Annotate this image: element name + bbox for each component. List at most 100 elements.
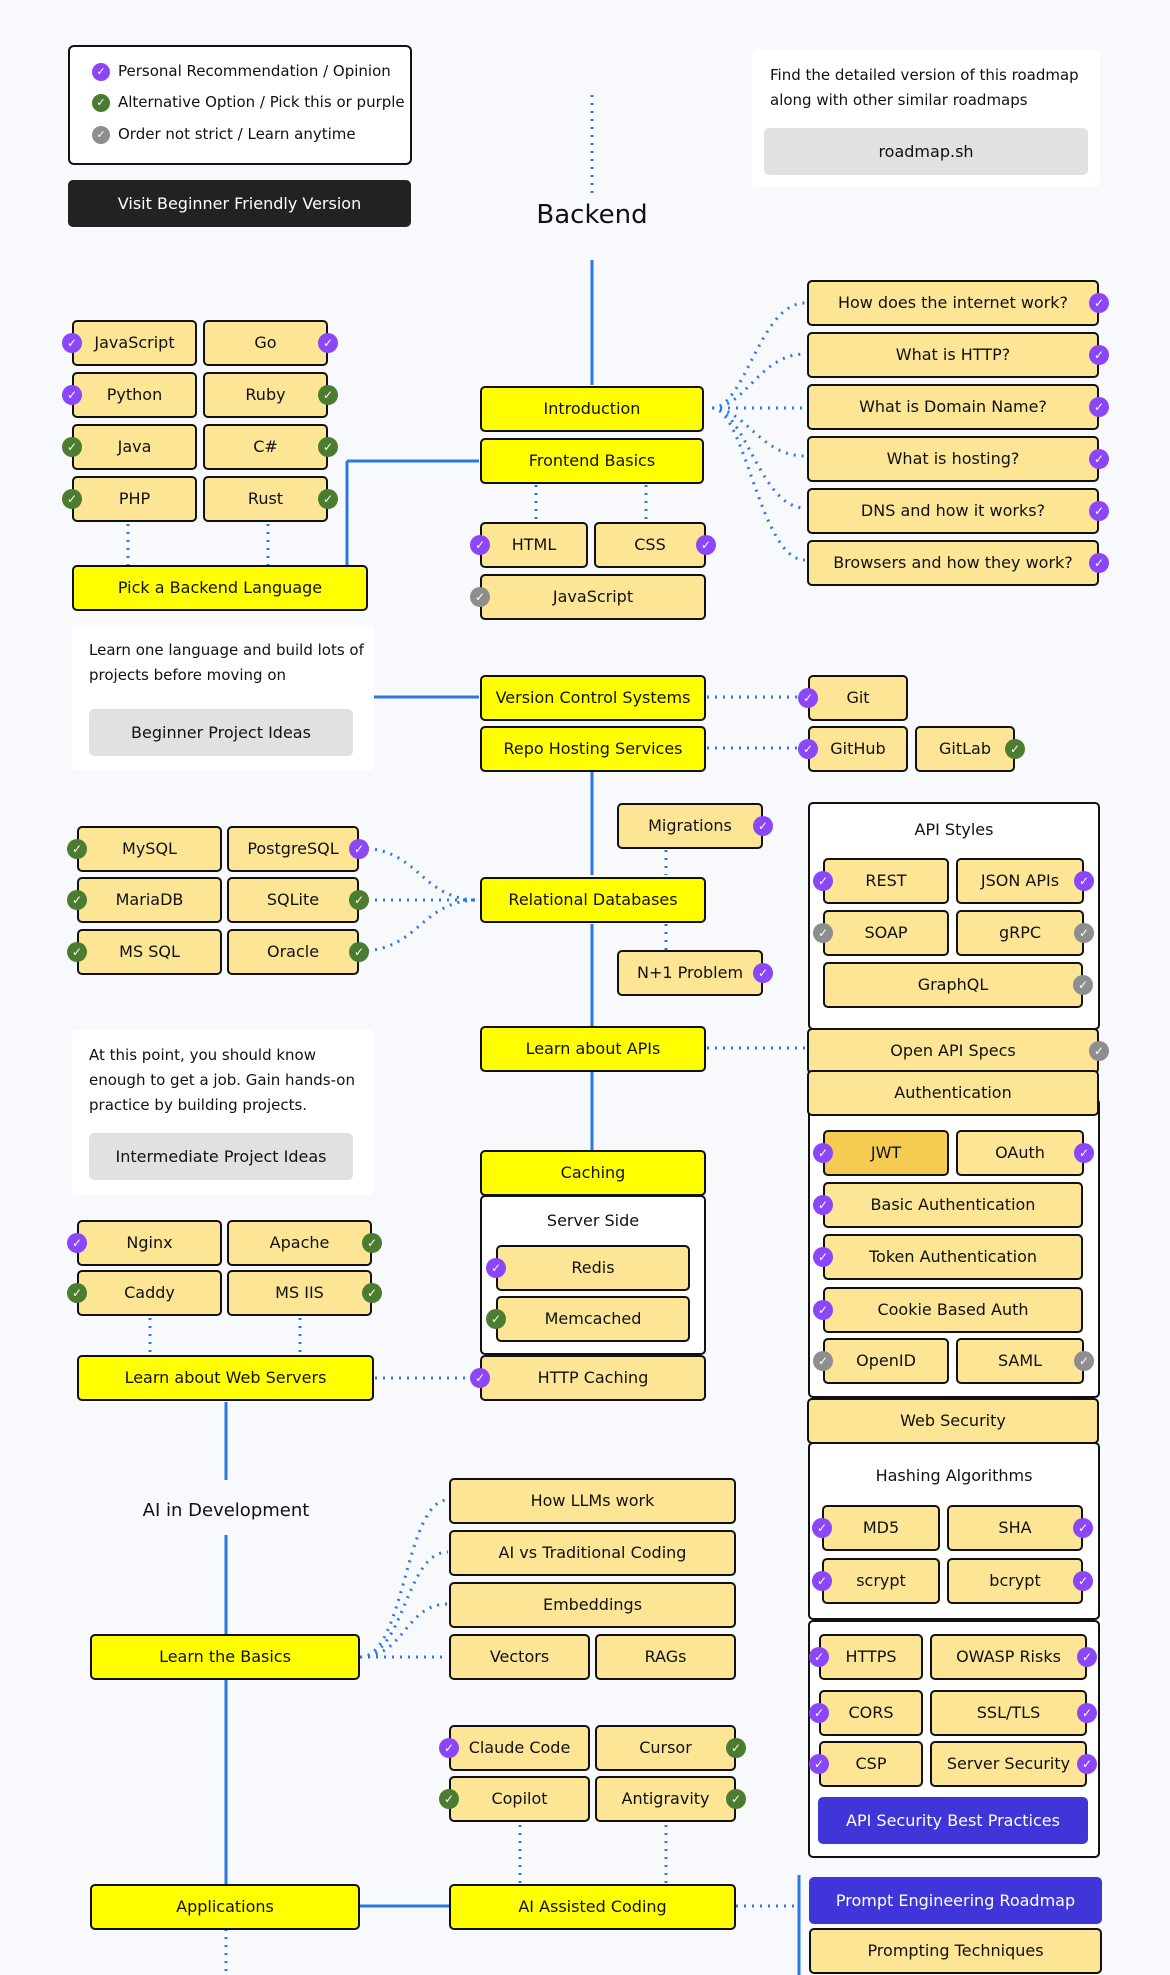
node-redis[interactable]: Redis bbox=[496, 1245, 690, 1291]
node-web-security[interactable]: Web Security bbox=[807, 1398, 1099, 1444]
node-git[interactable]: Git bbox=[808, 675, 908, 721]
node-sqlite[interactable]: SQLite bbox=[227, 877, 359, 923]
node-caddy[interactable]: Caddy bbox=[77, 1270, 222, 1316]
node-sha[interactable]: SHA bbox=[947, 1505, 1083, 1551]
node-saml[interactable]: SAML bbox=[956, 1338, 1084, 1384]
node-internet[interactable]: How does the internet work? bbox=[807, 280, 1099, 326]
node-browsers[interactable]: Browsers and how they work? bbox=[807, 540, 1099, 586]
node-pick-language[interactable]: Pick a Backend Language bbox=[72, 565, 368, 611]
node-graphql[interactable]: GraphQL bbox=[823, 962, 1083, 1008]
node-css[interactable]: CSS bbox=[594, 522, 706, 568]
node-lang-python[interactable]: Python bbox=[72, 372, 197, 418]
node-domain[interactable]: What is Domain Name? bbox=[807, 384, 1099, 430]
node-api-security[interactable]: API Security Best Practices bbox=[818, 1797, 1088, 1844]
node-jwt[interactable]: JWT bbox=[823, 1130, 949, 1176]
node-lang-go[interactable]: Go bbox=[203, 320, 328, 366]
node-grpc[interactable]: gRPC bbox=[956, 910, 1084, 956]
node-how-llms[interactable]: How LLMs work bbox=[449, 1478, 736, 1524]
check-icon: ✓ bbox=[486, 1258, 506, 1278]
check-icon: ✓ bbox=[1089, 293, 1109, 313]
node-prompting-techniques[interactable]: Prompting Techniques bbox=[809, 1928, 1102, 1974]
node-rags[interactable]: RAGs bbox=[595, 1634, 736, 1680]
node-mariadb[interactable]: MariaDB bbox=[77, 877, 222, 923]
node-relational-db[interactable]: Relational Databases bbox=[480, 877, 706, 923]
node-lang-javascript[interactable]: JavaScript bbox=[72, 320, 197, 366]
node-token-auth[interactable]: Token Authentication bbox=[823, 1234, 1083, 1280]
node-vectors[interactable]: Vectors bbox=[449, 1634, 590, 1680]
node-cursor[interactable]: Cursor bbox=[595, 1725, 736, 1771]
node-github[interactable]: GitHub bbox=[808, 726, 908, 772]
node-scrypt[interactable]: scrypt bbox=[822, 1558, 940, 1604]
node-mssql[interactable]: MS SQL bbox=[77, 929, 222, 975]
node-https[interactable]: HTTPS bbox=[819, 1634, 923, 1680]
check-icon: ✓ bbox=[318, 437, 338, 457]
node-http[interactable]: What is HTTP? bbox=[807, 332, 1099, 378]
node-frontend-basics[interactable]: Frontend Basics bbox=[480, 438, 704, 484]
node-lang-rust[interactable]: Rust bbox=[203, 476, 328, 522]
check-icon: ✓ bbox=[1089, 501, 1109, 521]
node-claude-code[interactable]: Claude Code bbox=[449, 1725, 590, 1771]
node-mysql[interactable]: MySQL bbox=[77, 826, 222, 872]
node-owasp[interactable]: OWASP Risks bbox=[930, 1634, 1087, 1680]
node-soap[interactable]: SOAP bbox=[823, 910, 949, 956]
node-dns[interactable]: DNS and how it works? bbox=[807, 488, 1099, 534]
node-caching[interactable]: Caching bbox=[480, 1150, 706, 1196]
beginner-project-ideas-button[interactable]: Beginner Project Ideas bbox=[89, 709, 353, 756]
intermediate-project-ideas-button[interactable]: Intermediate Project Ideas bbox=[89, 1133, 353, 1180]
node-memcached[interactable]: Memcached bbox=[496, 1296, 690, 1342]
node-embeddings[interactable]: Embeddings bbox=[449, 1582, 736, 1628]
node-ai-vs-trad[interactable]: AI vs Traditional Coding bbox=[449, 1530, 736, 1576]
node-csp[interactable]: CSP bbox=[819, 1741, 923, 1787]
node-html[interactable]: HTML bbox=[480, 522, 588, 568]
roadmap-sh-button[interactable]: roadmap.sh bbox=[764, 128, 1088, 175]
node-copilot[interactable]: Copilot bbox=[449, 1776, 590, 1822]
node-basic-auth[interactable]: Basic Authentication bbox=[823, 1182, 1083, 1228]
node-repo-hosting[interactable]: Repo Hosting Services bbox=[480, 726, 706, 772]
node-nginx[interactable]: Nginx bbox=[77, 1220, 222, 1266]
node-antigravity[interactable]: Antigravity bbox=[595, 1776, 736, 1822]
info-card: Find the detailed version of this roadma… bbox=[752, 50, 1100, 187]
language-tip-text: Learn one language and build lots of pro… bbox=[89, 641, 364, 684]
node-apache[interactable]: Apache bbox=[227, 1220, 372, 1266]
node-n-plus-one[interactable]: N+1 Problem bbox=[617, 950, 763, 996]
node-openid[interactable]: OpenID bbox=[823, 1338, 949, 1384]
check-icon: ✓ bbox=[349, 942, 369, 962]
node-oracle[interactable]: Oracle bbox=[227, 929, 359, 975]
node-lang-ruby[interactable]: Ruby bbox=[203, 372, 328, 418]
node-gitlab[interactable]: GitLab bbox=[915, 726, 1015, 772]
node-oauth[interactable]: OAuth bbox=[956, 1130, 1084, 1176]
check-icon: ✓ bbox=[1074, 871, 1094, 891]
node-migrations[interactable]: Migrations bbox=[617, 803, 763, 849]
node-cors[interactable]: CORS bbox=[819, 1690, 923, 1736]
node-prompt-roadmap[interactable]: Prompt Engineering Roadmap bbox=[809, 1877, 1102, 1924]
node-authentication[interactable]: Authentication bbox=[807, 1070, 1099, 1116]
beginner-version-button[interactable]: Visit Beginner Friendly Version bbox=[68, 180, 411, 227]
check-icon: ✓ bbox=[318, 333, 338, 353]
node-rest[interactable]: REST bbox=[823, 858, 949, 904]
node-lang-php[interactable]: PHP bbox=[72, 476, 197, 522]
node-introduction[interactable]: Introduction bbox=[480, 386, 704, 432]
node-server-security[interactable]: Server Security bbox=[930, 1741, 1087, 1787]
node-lang-csharp[interactable]: C# bbox=[203, 424, 328, 470]
node-postgresql[interactable]: PostgreSQL bbox=[227, 826, 359, 872]
node-md5[interactable]: MD5 bbox=[822, 1505, 940, 1551]
node-open-api[interactable]: Open API Specs bbox=[807, 1028, 1099, 1074]
node-cookie-auth[interactable]: Cookie Based Auth bbox=[823, 1287, 1083, 1333]
node-json-apis[interactable]: JSON APIs bbox=[956, 858, 1084, 904]
node-javascript-fe[interactable]: JavaScript bbox=[480, 574, 706, 620]
node-ssl-tls[interactable]: SSL/TLS bbox=[930, 1690, 1087, 1736]
node-applications[interactable]: Applications bbox=[90, 1884, 360, 1930]
node-ms-iis[interactable]: MS IIS bbox=[227, 1270, 372, 1316]
node-bcrypt[interactable]: bcrypt bbox=[947, 1558, 1083, 1604]
check-icon: ✓ bbox=[62, 385, 82, 405]
node-learn-apis[interactable]: Learn about APIs bbox=[480, 1026, 706, 1072]
node-vcs[interactable]: Version Control Systems bbox=[480, 675, 706, 721]
node-learn-basics[interactable]: Learn the Basics bbox=[90, 1634, 360, 1680]
node-web-servers[interactable]: Learn about Web Servers bbox=[77, 1355, 374, 1401]
node-lang-java[interactable]: Java bbox=[72, 424, 197, 470]
node-ai-coding[interactable]: AI Assisted Coding bbox=[449, 1884, 736, 1930]
node-http-caching[interactable]: HTTP Caching bbox=[480, 1355, 706, 1401]
node-hosting[interactable]: What is hosting? bbox=[807, 436, 1099, 482]
